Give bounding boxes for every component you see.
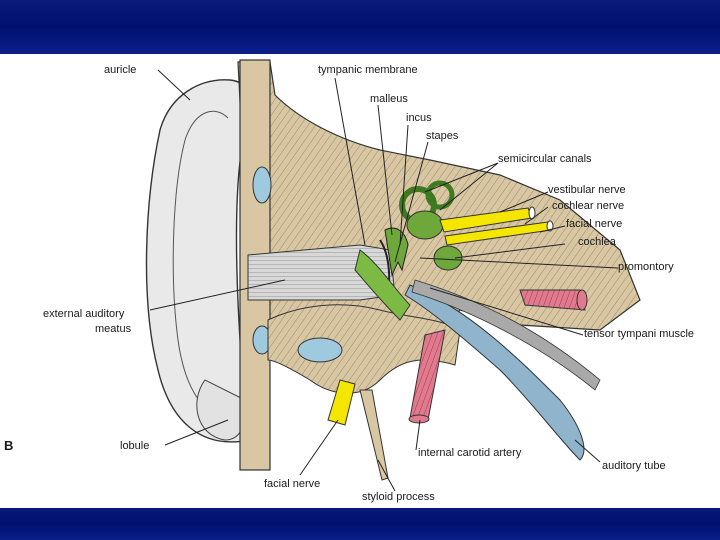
carotid-lower-end [408,414,430,424]
carotid-end [576,289,588,311]
label-vestibular-nerve: vestibular nerve [548,184,626,196]
label-facial-nerve-right: facial nerve [566,218,623,230]
cochlea-shape [433,245,463,271]
middle-ear-cavity [354,249,411,321]
label-auricle: auricle [104,64,137,76]
label-cochlear-nerve: cochlear nerve [552,200,625,212]
label-lobule: lobule [120,440,150,452]
label-auditory-tube: auditory tube [602,460,666,472]
panel-letter: B [4,438,14,453]
label-tensor-tympani-muscle: tensor tympani muscle [584,328,695,340]
label-promontory: promontory [618,261,674,273]
diagram-slide [0,54,720,508]
facial-nerve-lower-shape [327,379,356,426]
leader-lines [149,69,619,492]
air-cell [252,166,272,204]
label-facial-nerve-bottom: facial nerve [264,478,321,490]
ear-anatomy-figure [145,59,641,492]
ossicles [384,227,409,277]
vestibule [406,210,444,240]
label-internal-carotid-artery: internal carotid artery [418,447,522,459]
nerve-end [546,220,554,232]
label-stapes: stapes [426,130,459,142]
bottom-banner [0,508,720,540]
label-external-auditory: external auditory [43,308,125,320]
label-tympanic-membrane: tympanic membrane [318,64,418,76]
auricle-shape [145,79,253,443]
auricle-inner-fold [172,110,236,421]
label-semicircular-canals: semicircular canals [498,153,592,165]
tensor-tympani-shape [411,279,601,391]
carotid-upper [519,289,586,311]
semicircular-canal [425,180,455,210]
label-incus: incus [406,112,432,124]
label-meatus: meatus [95,323,132,335]
label-cochlea: cochlea [578,236,616,248]
top-banner [0,0,720,54]
label-malleus: malleus [370,93,408,105]
label-styloid-process: styloid process [362,491,435,503]
air-cell [297,337,343,363]
styloid-process-shape [359,389,389,481]
auditory-tube-shape [404,284,585,461]
